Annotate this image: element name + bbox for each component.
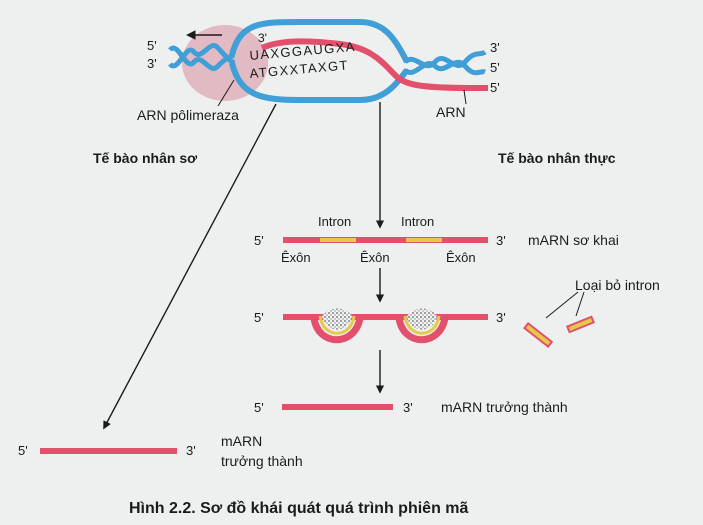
- lariat-dots: [322, 309, 352, 330]
- rna-right-5-prime: 5': [490, 80, 500, 95]
- rna-pointer: [464, 90, 466, 104]
- primary-mrna: 5' 3' mARN sơ khai Intron Intron Êxôn Êx…: [254, 214, 619, 265]
- eukaryote-mature-mrna: 5' 3' mARN trưởng thành: [254, 399, 568, 415]
- splicing-step: 5' 3' Loại bỏ intron: [254, 277, 660, 348]
- removed-intron-pointer: [576, 292, 584, 316]
- prokaryote-title: Tế bào nhân sơ: [93, 150, 197, 166]
- prokaryote-mrna-label-line1: mARN: [221, 433, 262, 449]
- intron-label: Intron: [318, 214, 351, 229]
- removed-intron: [523, 322, 553, 348]
- primary-mrna-strand: [283, 237, 488, 243]
- mature-5-prime: 5': [254, 400, 264, 415]
- dna-left-3-prime: 3': [147, 56, 157, 71]
- primary-5-prime: 5': [254, 233, 264, 248]
- prokaryote-mature-mrna: 5' 3' mARN trưởng thành: [18, 433, 303, 469]
- intron-label: Intron: [401, 214, 434, 229]
- prokaryote-3-prime: 3': [186, 443, 196, 458]
- mature-mrna-label: mARN trưởng thành: [441, 399, 568, 415]
- splicing-3-prime: 3': [496, 310, 506, 325]
- removed-intron: [566, 316, 595, 334]
- primary-mrna-label: mARN sơ khai: [528, 232, 619, 248]
- prokaryote-mrna-strand: [40, 448, 177, 454]
- figure-caption: Hình 2.2. Sơ đồ khái quát quá trình phiê…: [129, 500, 469, 517]
- mature-mrna-strand: [282, 404, 393, 410]
- exon-label: Êxôn: [446, 250, 476, 265]
- prokaryote-mrna-label-line2: trưởng thành: [221, 453, 303, 469]
- dna-transcription-bubble: 5' 3' 3' UAXGGAUGXA ATGXXTAXGT 3' 5' 5' …: [137, 22, 500, 123]
- lariat-dots: [407, 309, 437, 330]
- eukaryote-title: Tế bào nhân thực: [498, 150, 616, 166]
- splicing-5-prime: 5': [254, 310, 264, 325]
- primary-3-prime: 3': [496, 233, 506, 248]
- dna-left-5-prime: 5': [147, 38, 157, 53]
- dna-right-3-prime: 3': [490, 40, 500, 55]
- rna-label: ARN: [436, 104, 466, 120]
- exon-label: Êxôn: [360, 250, 390, 265]
- removed-intron-pointer: [546, 292, 578, 318]
- intron-segment: [406, 238, 442, 242]
- dna-right-5-prime: 5': [490, 60, 500, 75]
- right-double-helix: [405, 52, 485, 73]
- remove-intron-label: Loại bỏ intron: [575, 277, 660, 293]
- intron-segment: [320, 238, 356, 242]
- rna-polymerase-label: ARN pôlimeraza: [137, 107, 239, 123]
- exon-label: Êxôn: [281, 250, 311, 265]
- bubble-3-prime: 3': [258, 31, 267, 45]
- prokaryote-5-prime: 5': [18, 443, 28, 458]
- mature-3-prime: 3': [403, 400, 413, 415]
